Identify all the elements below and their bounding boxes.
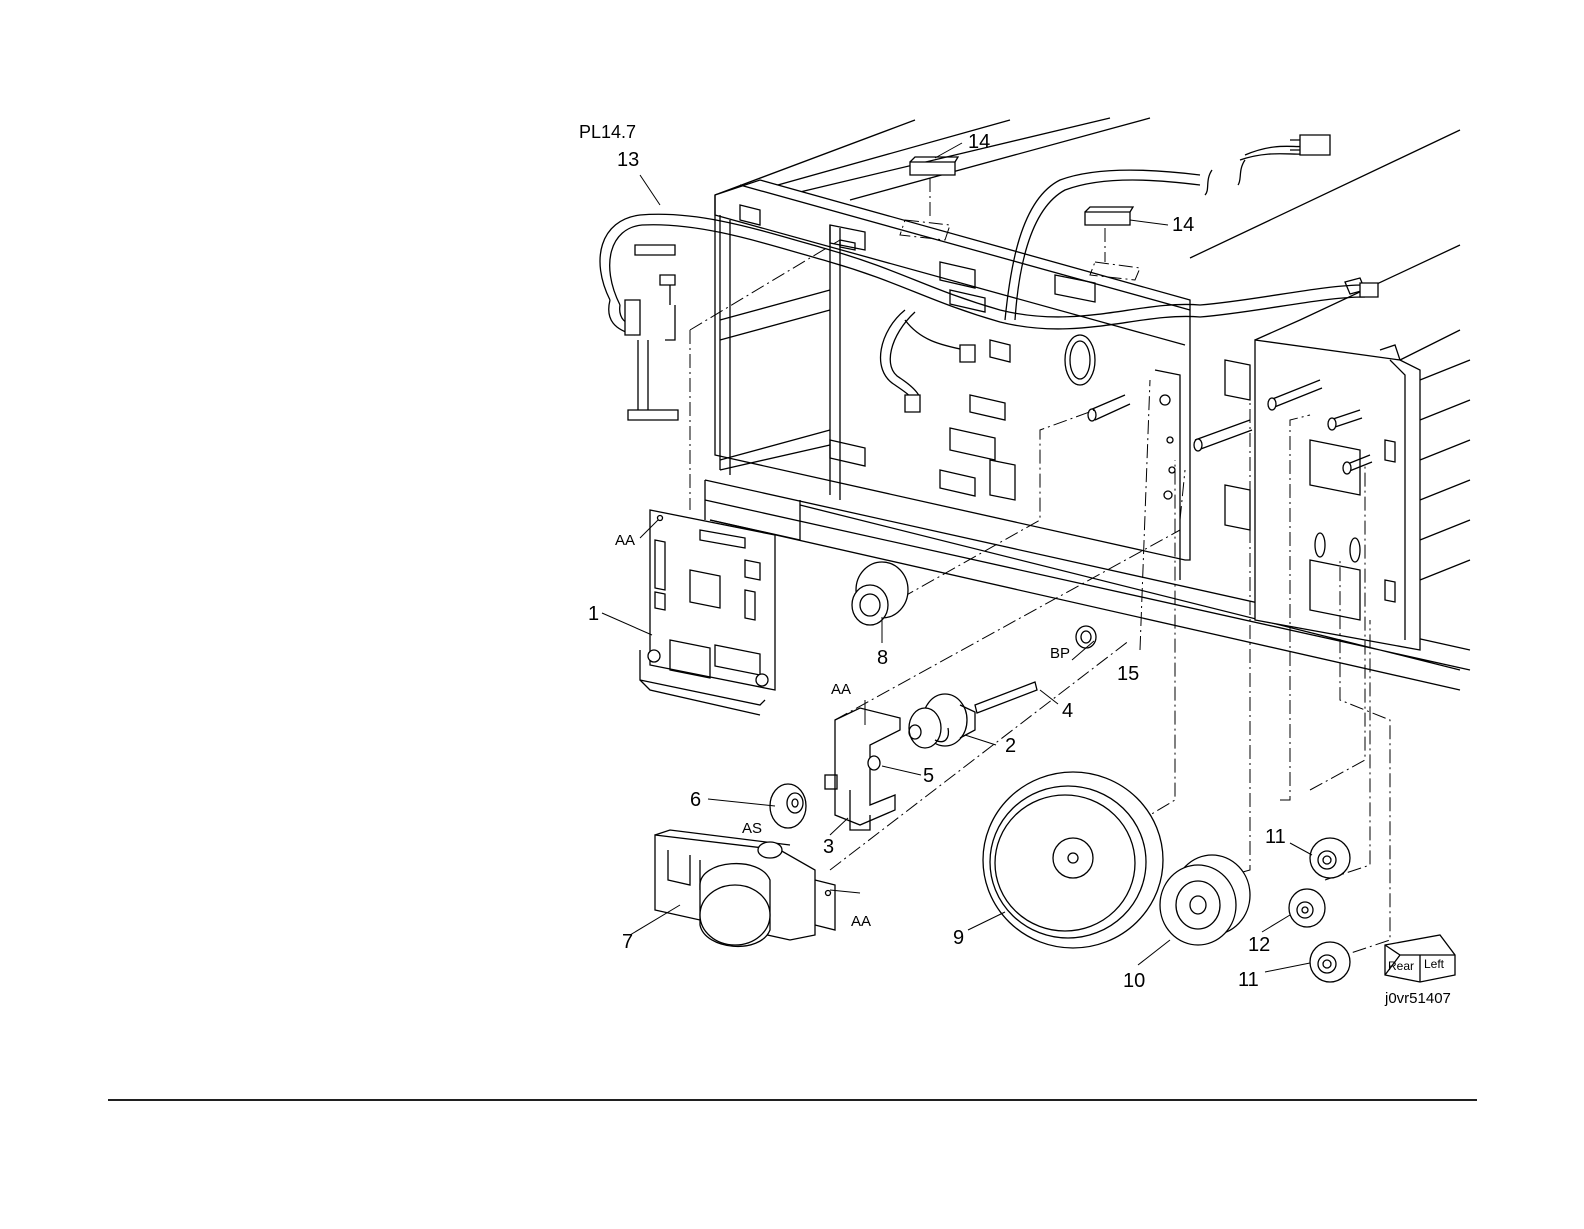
orientation-cube: Rear Left [1385, 935, 1455, 982]
gear-6 [770, 784, 806, 828]
marker-aa-pwb: AA [615, 532, 635, 549]
image-id-label: j0vr51407 [1384, 990, 1451, 1007]
gear-11-lower [1310, 942, 1350, 982]
plate-ref-label: PL14.7 [579, 122, 636, 142]
gear-12 [1289, 889, 1325, 927]
marker-bp: BP [1050, 645, 1070, 662]
gear-10 [1160, 855, 1250, 945]
orientation-left-label: Left [1424, 957, 1445, 971]
orientation-rear-label: Rear [1388, 959, 1414, 973]
callout-6: 6 [690, 789, 701, 811]
callout-11-lower: 11 [1238, 969, 1259, 991]
drive-motor [655, 830, 835, 946]
marker-aa-motor: AA [851, 913, 871, 930]
callout-14-right: 14 [1172, 214, 1194, 236]
callout-7: 7 [622, 931, 633, 953]
chassis-frame [705, 118, 1470, 690]
callout-14-top: 14 [968, 131, 990, 153]
callout-4: 4 [1062, 700, 1073, 722]
callout-13: 13 [617, 149, 639, 171]
pwb-board [640, 510, 775, 715]
marker-aa-bracket: AA [831, 681, 851, 698]
marker-as: AS [742, 820, 762, 837]
callout-3: 3 [823, 836, 834, 858]
callout-8: 8 [877, 647, 888, 669]
callout-1: 1 [588, 603, 599, 625]
callout-2: 2 [1005, 735, 1016, 757]
callout-5: 5 [923, 765, 934, 787]
gear-9 [983, 772, 1163, 948]
callout-9: 9 [953, 927, 964, 949]
callout-10: 10 [1123, 970, 1145, 992]
callout-12: 12 [1248, 934, 1270, 956]
callout-15: 15 [1117, 663, 1139, 685]
gear-11-upper [1310, 838, 1350, 878]
gear-8 [852, 562, 908, 625]
callout-11-upper: 11 [1265, 826, 1286, 848]
